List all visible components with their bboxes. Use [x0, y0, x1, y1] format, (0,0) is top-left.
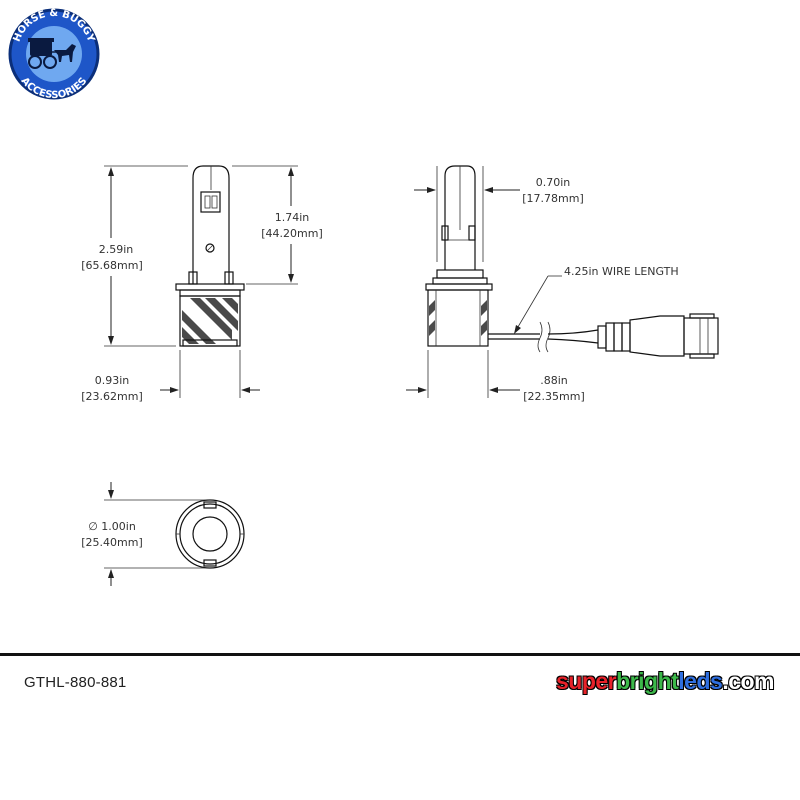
dimension-diameter: ∅ 1.00in [25.40mm]	[81, 482, 206, 586]
dimension-stem-width-side: 0.70in [17.78mm]	[414, 166, 584, 262]
horse-buggy-icon	[28, 38, 76, 69]
base-width-front-in: 0.93in	[95, 374, 130, 387]
part-number: GTHL-880-881	[24, 674, 127, 691]
brand-part-com: .com	[722, 668, 774, 694]
wire-length-leader: 4.25in WIRE LENGTH	[514, 265, 679, 334]
overall-height-in: 2.59in	[99, 243, 134, 256]
front-view	[175, 165, 245, 347]
base-width-side-mm: [22.35mm]	[523, 390, 585, 403]
stem-height-in: 1.74in	[275, 211, 310, 224]
overall-height-mm: [65.68mm]	[81, 259, 143, 272]
dimension-overall-height: 2.59in [65.68mm]	[81, 165, 188, 347]
brand-part-super: super	[555, 668, 617, 694]
stem-width-side-in: 0.70in	[536, 176, 571, 189]
base-hatching	[182, 298, 238, 344]
wire-length-label: 4.25in WIRE LENGTH	[564, 265, 679, 278]
side-view	[425, 165, 719, 359]
dimension-base-width-front: 0.93in [23.62mm]	[81, 350, 260, 403]
bottom-view	[175, 499, 245, 569]
footer-divider	[0, 653, 800, 656]
stem-height-mm: [44.20mm]	[261, 227, 323, 240]
wire-connector	[597, 313, 719, 359]
brand-part-leds: leds	[678, 668, 723, 694]
base-width-front-mm: [23.62mm]	[81, 390, 143, 403]
brand-logo-text: superbrightleds.com	[555, 668, 775, 695]
brand-part-bright: bright	[616, 668, 679, 694]
dimension-stem-height: 1.74in [44.20mm]	[232, 165, 323, 285]
diameter-in: ∅ 1.00in	[88, 520, 136, 533]
base-width-side-in: .88in	[540, 374, 568, 387]
horse-buggy-logo: HORSE & BUGGY ACCESSORIES	[8, 8, 100, 101]
stem-width-side-mm: [17.78mm]	[522, 192, 584, 205]
diameter-mm: [25.40mm]	[81, 536, 143, 549]
dimension-base-width-side: .88in [22.35mm]	[406, 350, 585, 403]
